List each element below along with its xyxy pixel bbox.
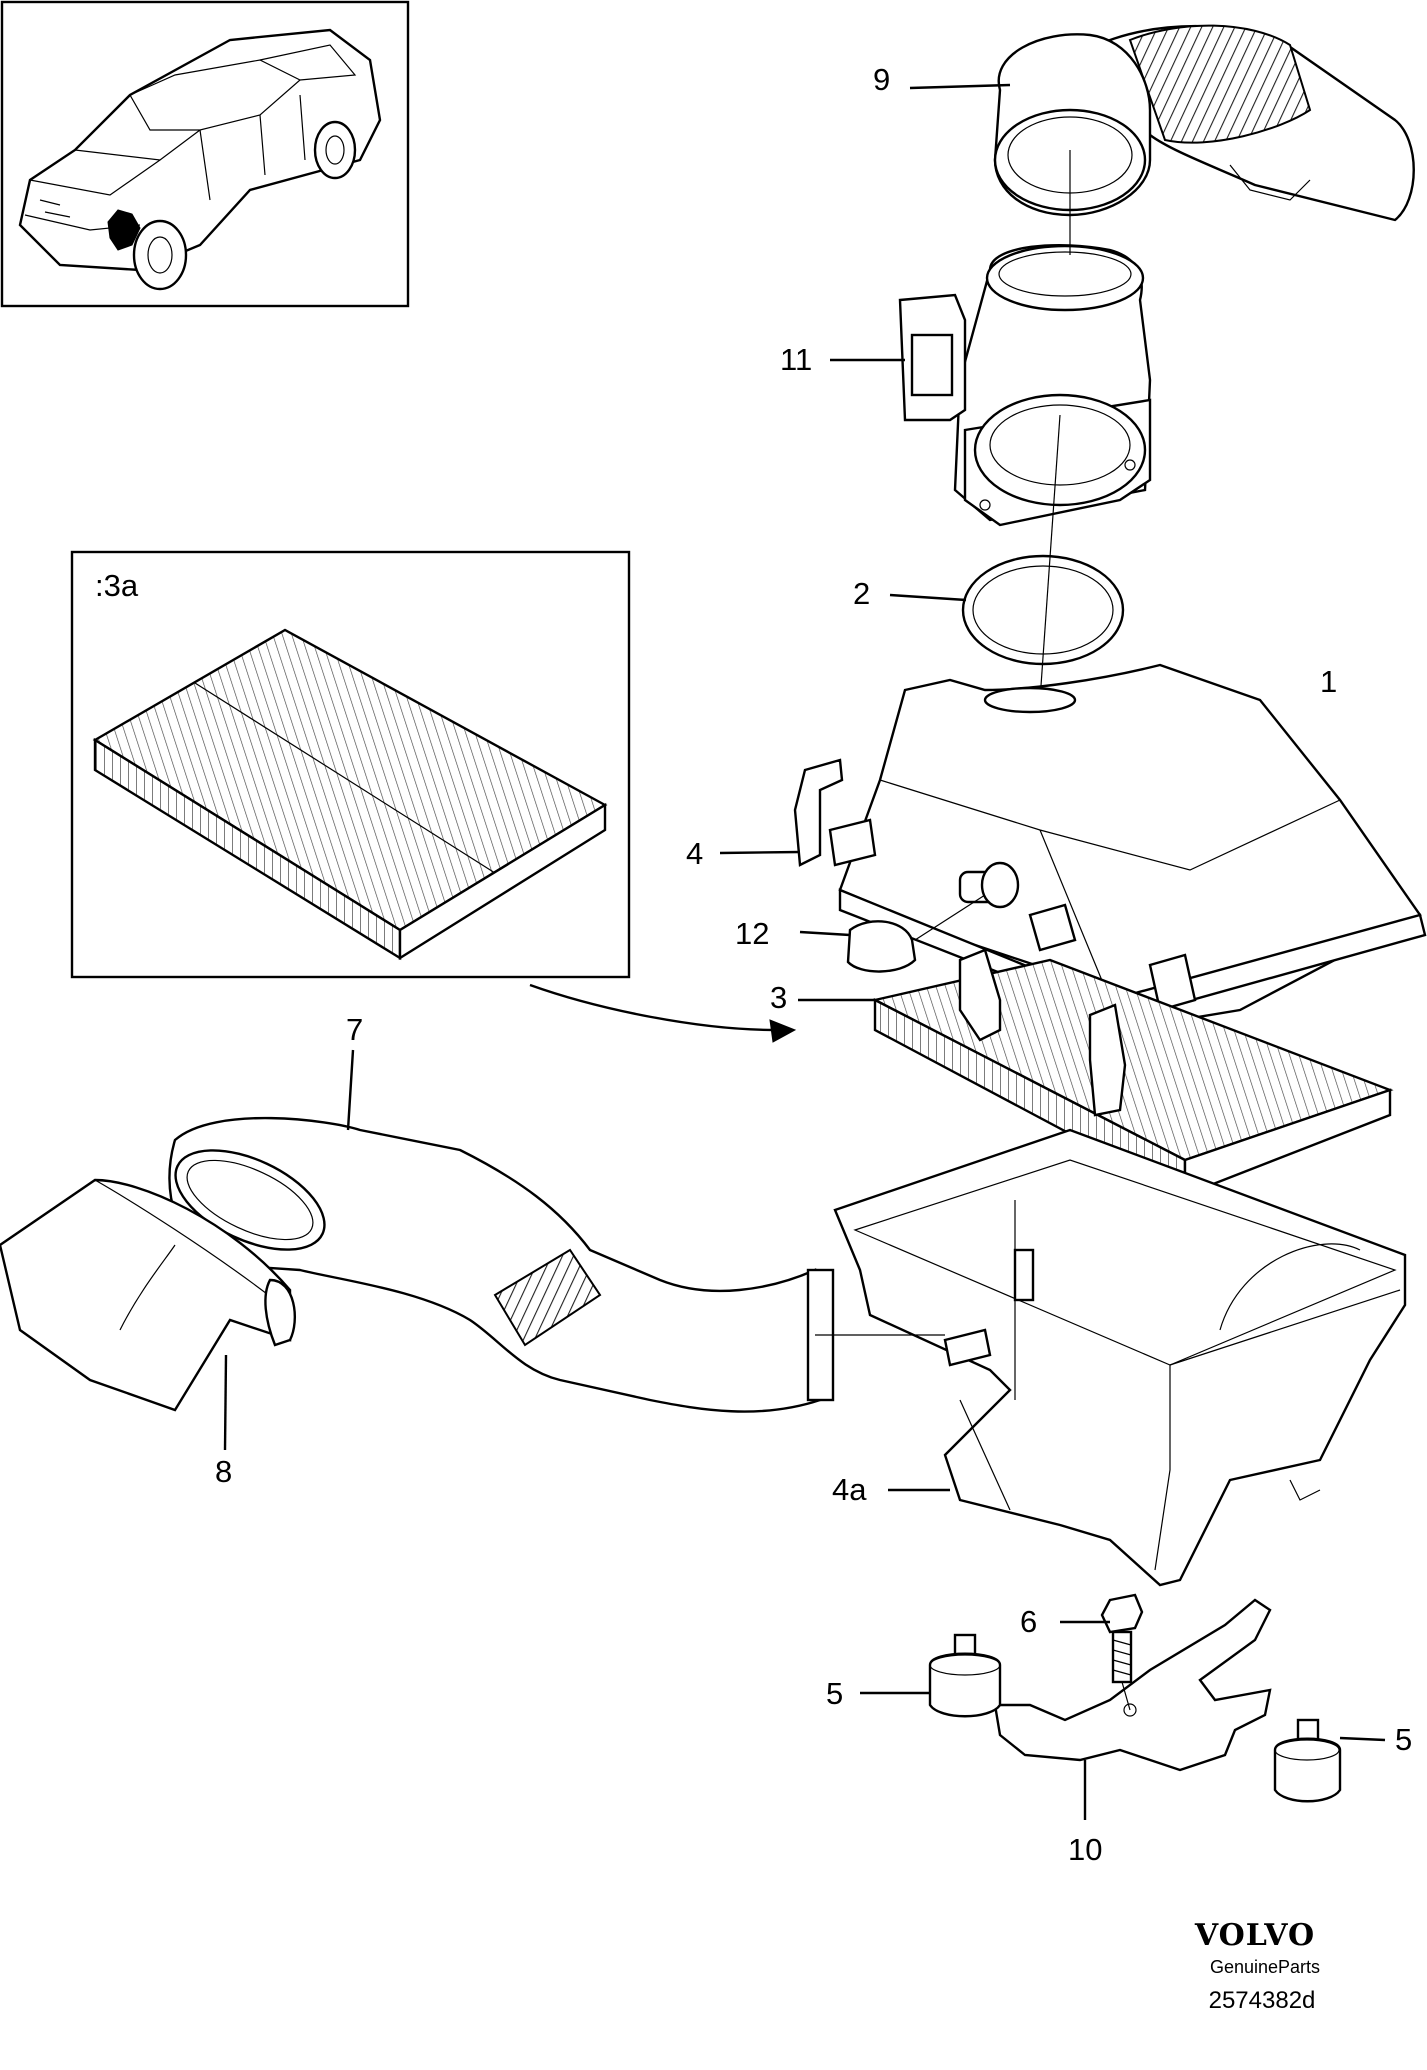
callout-10: 10 — [1068, 1832, 1102, 1867]
car-location-icon — [18, 28, 382, 291]
part-11-air-mass-meter — [898, 243, 1152, 527]
part-4-clip — [793, 758, 877, 867]
callout-3: 3 — [770, 980, 787, 1015]
inset-frame — [70, 550, 631, 979]
brand-logo: VOLVO — [1194, 1918, 1315, 1953]
part-12-cap — [846, 894, 986, 973]
callout-11: 11 — [780, 342, 812, 377]
callout-4a: 4a — [832, 1472, 867, 1507]
callout-7: 7 — [346, 1012, 363, 1047]
part-8-air-inlet — [0, 1178, 297, 1412]
vehicle-locator-inset — [0, 0, 410, 308]
part-10-bracket — [993, 1598, 1272, 1772]
callout-3a: :3a — [95, 568, 139, 603]
callout-5-left: 5 — [826, 1676, 843, 1711]
part-2-seal-ring — [961, 554, 1125, 666]
callout-8: 8 — [215, 1454, 232, 1489]
part-5-rubber-mount — [928, 1633, 1002, 1718]
part-4a-air-cleaner-housing — [833, 1128, 1407, 1587]
part-9-intake-hose — [993, 24, 1415, 222]
callout-9: 9 — [873, 62, 890, 97]
callout-6: 6 — [1020, 1604, 1037, 1639]
filter-detail-inset — [70, 550, 631, 979]
footer-branding: VOLVO GenuineParts 2574382d — [1194, 1918, 1320, 2014]
document-number: 2574382d — [1209, 1987, 1316, 2014]
callout-5-right: 5 — [1395, 1722, 1412, 1757]
part-5-rubber-mount — [1273, 1718, 1342, 1803]
part-7-intake-duct — [168, 1116, 945, 1413]
part-1-air-cleaner-cover — [838, 663, 1427, 1023]
leader-lines — [223, 83, 1386, 1820]
brand-tagline: GenuineParts — [1210, 1957, 1320, 1977]
vehicle-inset-frame — [0, 0, 410, 308]
assembly-axis-line — [1039, 414, 1061, 701]
callout-1: 1 — [1320, 664, 1337, 699]
inset-pointer-arrow — [529, 983, 797, 1043]
callout-2: 2 — [853, 576, 870, 611]
callout-4: 4 — [686, 836, 703, 871]
part-6-bolt — [1100, 1593, 1144, 1711]
callout-12: 12 — [735, 916, 769, 951]
